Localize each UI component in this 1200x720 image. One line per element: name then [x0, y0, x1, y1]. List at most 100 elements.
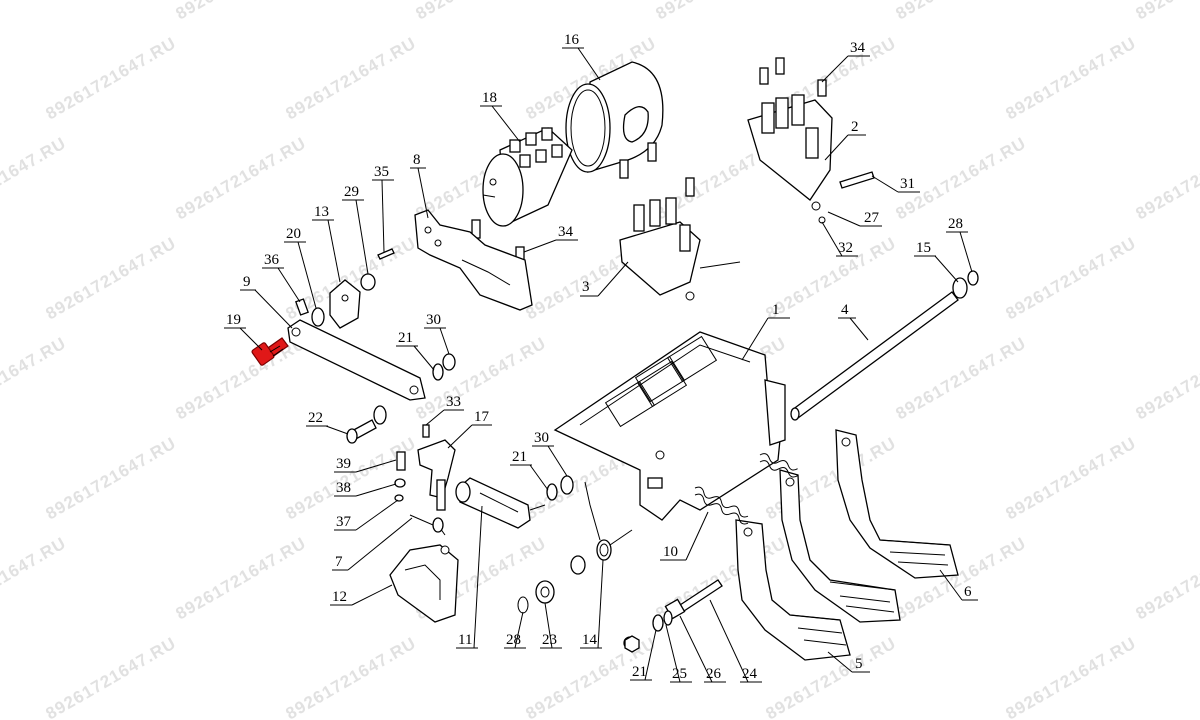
callout-13: 13 — [312, 204, 341, 283]
washer-mid — [570, 555, 586, 575]
callout-29-label: 29 — [344, 184, 359, 200]
callout-39-label: 39 — [336, 456, 351, 472]
callout-35: 35 — [372, 164, 394, 253]
part-31-pin — [839, 171, 875, 189]
washers-21-30-upper — [432, 353, 456, 381]
callout-10-label: 10 — [663, 544, 678, 560]
watermark-text: 89261721647.RU — [1003, 233, 1140, 323]
watermark-text: 89261721647.RU — [893, 333, 1030, 423]
callout-8-label: 8 — [413, 152, 421, 168]
watermark-text: 89261721647.RU — [43, 633, 180, 720]
callout-32: 32 — [821, 221, 858, 257]
part-19-bolt-highlighted — [251, 337, 289, 366]
callout-20-label: 20 — [286, 226, 301, 242]
callout-16-label: 16 — [564, 32, 580, 48]
callout-20: 20 — [284, 226, 317, 309]
watermark-text: 89261721647.RU — [1003, 33, 1140, 123]
callout-4: 4 — [838, 302, 869, 341]
part-18-switch-unit — [482, 127, 573, 227]
callout-18-label: 18 — [482, 90, 497, 106]
watermark-text: 89261721647.RU — [653, 0, 790, 23]
callout-12-label: 12 — [332, 589, 347, 605]
callout-21-upper-label: 21 — [398, 330, 413, 346]
part-11-link-bar — [455, 477, 546, 529]
callout-38-label: 38 — [336, 480, 351, 496]
callout-37: 37 — [334, 499, 399, 531]
callout-26-label: 26 — [706, 666, 722, 682]
callout-8: 8 — [410, 152, 429, 219]
callout-7: 7 — [332, 517, 413, 571]
callout-37-label: 37 — [336, 514, 352, 530]
callout-24: 24 — [709, 599, 762, 683]
watermark-text: 89261721647.RU — [173, 133, 310, 223]
part-1-main-frame — [553, 331, 786, 521]
callout-36: 36 — [262, 252, 301, 303]
callout-28-lower: 28 — [504, 611, 526, 649]
screws-37-39 — [394, 451, 406, 502]
part-8-bracket — [414, 209, 533, 311]
spring-upper-pedal — [759, 453, 798, 478]
callout-21-lower-label: 21 — [632, 664, 647, 680]
callout-35-label: 35 — [374, 164, 389, 180]
callout-21-upper: 21 — [396, 330, 435, 371]
part-6-pedal — [835, 429, 959, 579]
callout-34-center-label: 34 — [558, 224, 574, 240]
watermark-text: 89261721647.RU — [1133, 333, 1200, 423]
callout-21-mid-label: 21 — [512, 449, 527, 465]
watermark-text: 89261721647.RU — [283, 633, 420, 720]
part-10-spring — [694, 486, 749, 525]
callout-34-upper-label: 34 — [850, 40, 866, 56]
watermark-text: 89261721647.RU — [173, 533, 310, 623]
callout-33-label: 33 — [446, 394, 461, 410]
callout-39: 39 — [334, 456, 397, 473]
callout-5-label: 5 — [855, 656, 863, 672]
washers-21-30-mid — [546, 475, 574, 501]
part-4-shaft — [790, 291, 959, 421]
watermark-text: 89261721647.RU — [173, 333, 310, 423]
callout-13-label: 13 — [314, 204, 329, 220]
watermark-text: 89261721647.RU — [1133, 0, 1200, 23]
part-29-nut — [360, 273, 376, 291]
callout-12: 12 — [330, 584, 393, 606]
watermark-text: 89261721647.RU — [893, 0, 1030, 23]
callout-21-lower: 21 — [630, 629, 657, 681]
callout-4-label: 4 — [841, 302, 849, 318]
callout-14-label: 14 — [582, 632, 598, 648]
callout-23-label: 23 — [542, 632, 557, 648]
part-20-washer — [311, 307, 325, 327]
callout-33: 33 — [425, 394, 464, 426]
part-36-screw — [295, 298, 309, 316]
callout-2: 2 — [824, 119, 866, 161]
callout-3: 3 — [580, 261, 629, 297]
callout-30-mid: 30 — [532, 430, 568, 477]
callout-38: 38 — [334, 480, 397, 497]
callout-21-mid: 21 — [510, 449, 549, 491]
callout-16: 16 — [562, 32, 601, 81]
callout-5: 5 — [827, 651, 870, 673]
callout-19-label: 19 — [226, 312, 241, 328]
part-14-torsion-spring — [584, 481, 633, 561]
part-7-pin — [409, 514, 446, 536]
callout-34-upper: 34 — [821, 40, 870, 83]
callout-30-upper: 30 — [424, 312, 450, 355]
watermark-text: 89261721647.RU — [1133, 533, 1200, 623]
watermark-text: 89261721647.RU — [1003, 633, 1140, 720]
callout-32-label: 32 — [838, 240, 853, 256]
callout-7-label: 7 — [335, 554, 343, 570]
part-3-valve-block — [619, 197, 741, 301]
part-5-pedal — [735, 519, 851, 661]
callout-15: 15 — [914, 240, 959, 283]
part-23-washer — [535, 580, 555, 604]
callout-9-label: 9 — [243, 274, 251, 290]
watermark-text: 89261721647.RU — [43, 33, 180, 123]
callout-15-label: 15 — [916, 240, 931, 256]
callout-22: 22 — [306, 410, 349, 435]
part-13-plate — [329, 279, 361, 329]
callout-3-label: 3 — [582, 279, 590, 295]
part-6b-pedal — [779, 469, 901, 623]
callout-27: 27 — [827, 210, 882, 227]
callout-22-label: 22 — [308, 410, 323, 426]
watermark-text: 89261721647.RU — [0, 533, 70, 623]
callout-11: 11 — [456, 505, 483, 649]
